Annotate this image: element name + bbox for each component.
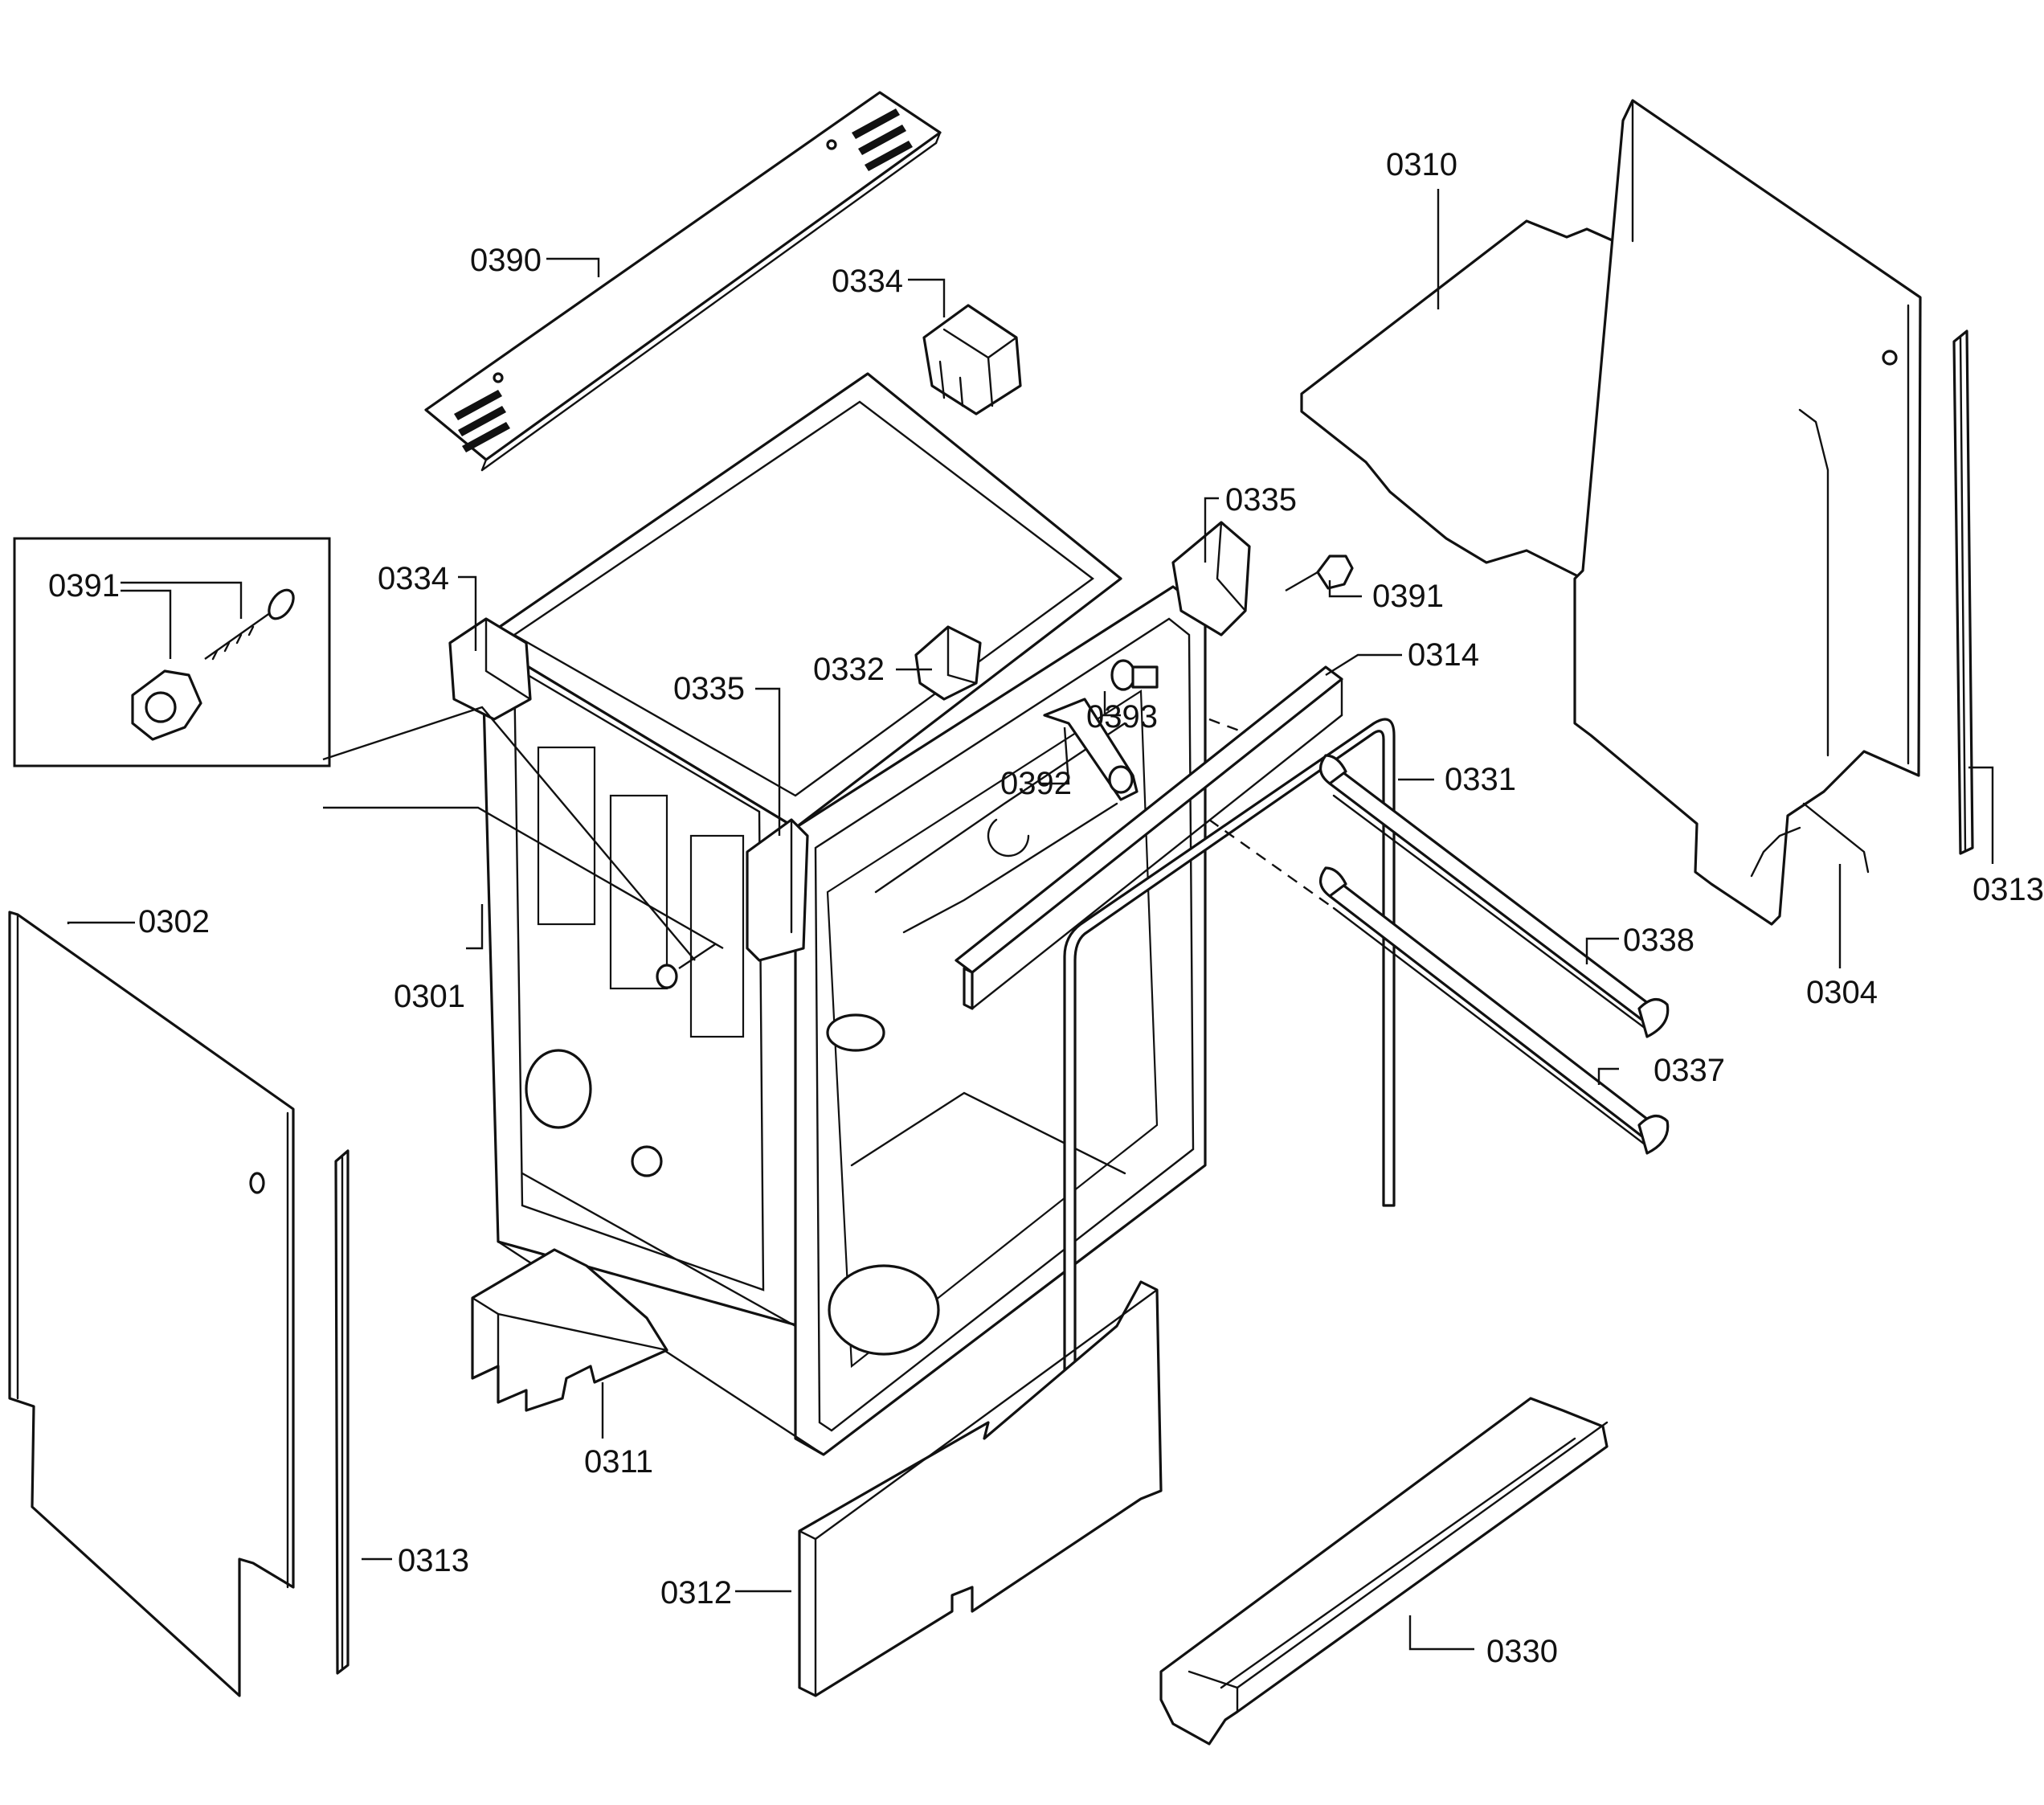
label-0311: 0311: [584, 1444, 653, 1480]
part-0313-left-strip: [334, 1149, 350, 1675]
part-0304-back-panel: [1573, 99, 1922, 926]
label-0313-left: 0313: [398, 1543, 469, 1578]
label-0313-right: 0313: [1972, 872, 2044, 907]
label-0391-right: 0391: [1372, 579, 1444, 614]
label-0301: 0301: [394, 979, 465, 1014]
label-0310: 0310: [1386, 147, 1457, 182]
leader-lines: [67, 189, 1994, 1651]
part-0311-base: [471, 1248, 668, 1412]
part-0391-right-screw: [1285, 555, 1354, 592]
part-0314-rail: [955, 665, 1343, 1010]
label-0390: 0390: [470, 243, 542, 278]
part-0331-seal: [1063, 718, 1396, 1420]
part-0392-hinge: [1043, 698, 1139, 801]
label-0302: 0302: [138, 904, 210, 939]
label-0331: 0331: [1445, 762, 1516, 797]
part-0312-plinth: [798, 1280, 1163, 1697]
label-0335-mid: 0335: [673, 671, 745, 706]
part-0330-kickplate: [1159, 1397, 1609, 1746]
label-0334-top: 0334: [832, 264, 903, 299]
part-0391-tub-screw: [656, 943, 716, 989]
part-0332-latch: [914, 625, 982, 701]
label-0337: 0337: [1654, 1053, 1725, 1088]
label-0314: 0314: [1408, 637, 1479, 673]
label-0332: 0332: [813, 652, 885, 687]
label-0335-top: 0335: [1225, 482, 1297, 518]
part-0338-rail: [1319, 754, 1670, 1038]
label-0334-left: 0334: [378, 561, 449, 596]
part-0334-left-bracket: [448, 617, 532, 721]
label-0304: 0304: [1806, 975, 1878, 1010]
part-0337-rail: [1319, 866, 1670, 1155]
label-0391-inset: 0391: [48, 568, 120, 604]
part-0390-top-panel: [424, 91, 942, 472]
part-labels: 0390 0334 0310 0391 0334 0335 0391 0332 …: [48, 147, 2044, 1669]
label-0312: 0312: [660, 1575, 732, 1611]
label-0330: 0330: [1486, 1634, 1558, 1669]
part-0335-top-bracket: [1171, 521, 1251, 636]
label-0392: 0392: [1000, 766, 1072, 801]
part-0313-right-strip: [1952, 329, 1974, 855]
part-0301-tub: [480, 372, 1207, 1456]
part-0334-top-bracket: [922, 304, 1022, 415]
part-0302-side-panel: [8, 911, 295, 1697]
part-0391-inset: [13, 537, 331, 767]
part-0393-bracket: [1110, 659, 1159, 691]
label-0393: 0393: [1086, 699, 1158, 735]
label-0338: 0338: [1623, 923, 1694, 958]
part-0335-mid-bracket: [746, 818, 809, 962]
